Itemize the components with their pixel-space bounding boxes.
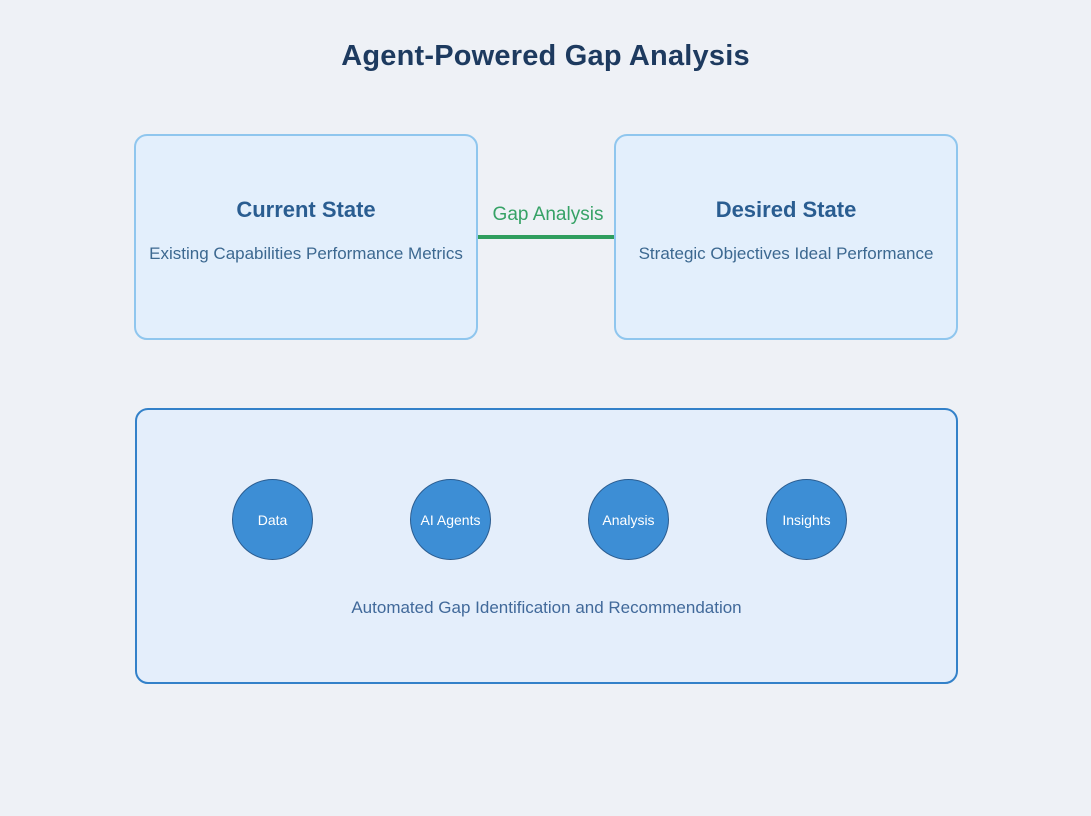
current-state-subtitle: Existing Capabilities Performance Metric… <box>149 244 463 263</box>
gap-analysis-arrow-shaft <box>478 235 620 239</box>
page-title: Agent-Powered Gap Analysis <box>341 40 750 72</box>
node-analysis: Analysis <box>588 479 669 560</box>
node-insights: Insights <box>766 479 847 560</box>
current-state-box: Current State Existing Capabilities Perf… <box>134 134 478 340</box>
desired-state-subtitle: Strategic Objectives Ideal Performance <box>638 244 934 263</box>
current-state-title: Current State <box>236 197 376 222</box>
node-ai-agents: AI Agents <box>410 479 491 560</box>
automation-panel-caption: Automated Gap Identification and Recomme… <box>351 598 742 617</box>
gap-analysis-arrow-label: Gap Analysis <box>492 204 604 225</box>
automation-panel: Data AI Agents Analysis Insights Automat… <box>135 408 958 684</box>
desired-state-box: Desired State Strategic Objectives Ideal… <box>614 134 958 340</box>
desired-state-title: Desired State <box>715 197 857 222</box>
node-data: Data <box>232 479 313 560</box>
